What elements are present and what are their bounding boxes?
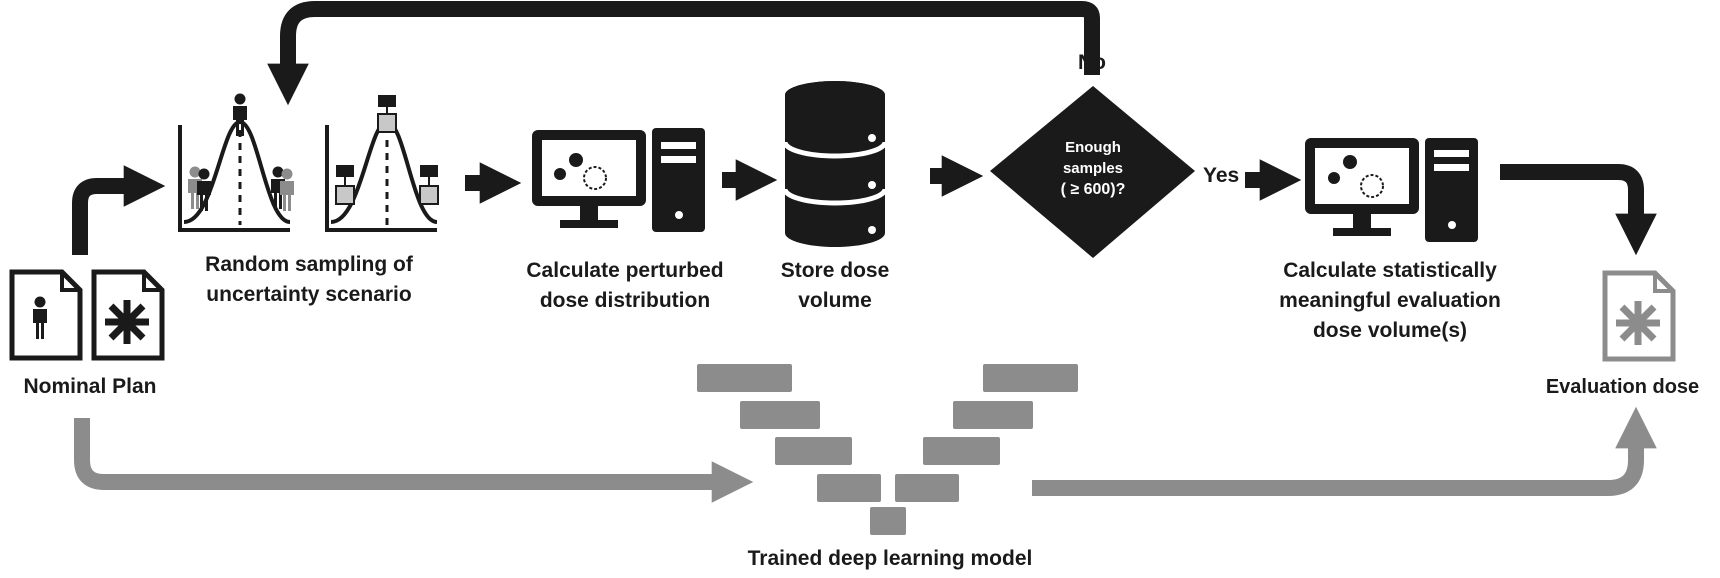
label-no: No	[1078, 48, 1106, 78]
label-nominal-plan: Nominal Plan	[5, 372, 175, 402]
label-trained-model: Trained deep learning model	[700, 544, 1080, 574]
label-store-dose: Store dose volume	[780, 256, 890, 316]
calc-perturbed-line-2: dose distribution	[539, 289, 711, 312]
nominal-plan-text: Nominal Plan	[23, 375, 157, 398]
computer-icon	[1305, 138, 1478, 242]
database-icon	[782, 81, 888, 247]
distribution-icon	[325, 95, 439, 232]
calc-statistical-line-3: dose volume(s)	[1312, 319, 1468, 342]
decision-diamond	[990, 86, 1195, 258]
no-feedback-arrow	[267, 1, 1100, 106]
random-sampling-line-1: Random sampling of	[205, 253, 413, 276]
distribution-icon	[178, 93, 294, 232]
label-calc-statistical: Calculate statistically meaningful evalu…	[1250, 256, 1530, 346]
nominal-to-sampling-arrow	[72, 165, 166, 255]
no-text: No	[1078, 51, 1106, 74]
trained-model-text: Trained deep learning model	[747, 547, 1033, 570]
store-dose-line-1: Store dose	[780, 259, 890, 282]
model-to-evaluation-arrow	[1032, 406, 1657, 496]
decision-condition: ( ≥ 600)?	[1060, 181, 1126, 198]
calc-perturbed-line-1: Calculate perturbed	[526, 259, 724, 282]
label-calc-perturbed: Calculate perturbed dose distribution	[510, 256, 740, 316]
person-document-icon	[9, 269, 83, 361]
calc-statistical-line-2: meaningful evaluation	[1279, 289, 1501, 312]
decision-line-1: Enough	[1065, 139, 1121, 156]
store-dose-line-2: volume	[798, 289, 872, 312]
nominal-to-model-arrow	[74, 418, 754, 503]
calc-to-evaluation-arrow	[1500, 164, 1657, 256]
evaluation-document-icon	[1602, 270, 1676, 362]
decision-line-2: samples	[1062, 160, 1124, 177]
model-layers-icon	[697, 364, 1078, 535]
random-sampling-line-2: uncertainty scenario	[206, 283, 412, 306]
yes-text: Yes	[1203, 164, 1240, 187]
label-evaluation-dose: Evaluation dose	[1530, 372, 1715, 402]
asterisk-document-icon	[91, 269, 165, 361]
evaluation-dose-text: Evaluation dose	[1545, 376, 1700, 398]
label-random-sampling: Random sampling of uncertainty scenario	[178, 250, 440, 310]
calc-statistical-line-1: Calculate statistically	[1283, 259, 1497, 282]
computer-icon	[532, 128, 705, 232]
label-yes: Yes	[1203, 161, 1239, 191]
decision-text: Enough samples ( ≥ 600)?	[1033, 137, 1153, 200]
